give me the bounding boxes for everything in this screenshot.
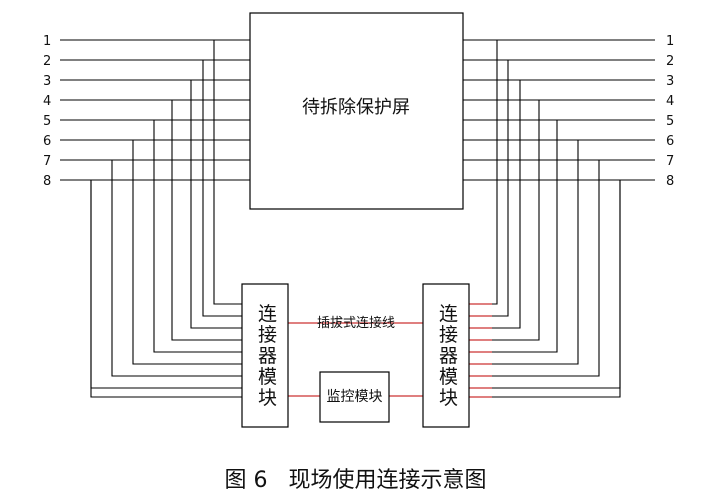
right-number-6: 6 — [666, 134, 674, 149]
right-numbers: 1 2 3 4 5 6 7 8 — [666, 34, 674, 189]
left-number-2: 2 — [43, 54, 51, 69]
red-wires-group — [288, 303, 492, 398]
left-number-3: 3 — [43, 74, 51, 89]
right-route-wire-8 — [492, 180, 621, 389]
left-number-7: 7 — [43, 154, 51, 169]
right-number-7: 7 — [666, 154, 674, 169]
left-number-4: 4 — [43, 94, 51, 109]
left-number-6: 6 — [43, 134, 51, 149]
right-number-8: 8 — [666, 174, 674, 189]
left-route-wire-3 — [190, 80, 242, 329]
cable-label: 插拔式连接线 — [317, 315, 395, 331]
connector-module-left-label: 连接器模块 — [255, 303, 277, 408]
left-route-wire-7 — [111, 160, 242, 377]
right-route-wire-6 — [492, 140, 579, 365]
right-number-4: 4 — [666, 94, 674, 109]
left-route-wire-5 — [153, 120, 242, 353]
right-route-wire-4 — [492, 100, 540, 341]
connector-module-right — [422, 283, 470, 428]
left-route-wire-1 — [213, 40, 242, 305]
left-route-wire-bottom — [90, 180, 242, 398]
left-number-5: 5 — [43, 114, 51, 129]
monitor-module-box — [319, 371, 390, 423]
connector-module-right-label: 连接器模块 — [436, 303, 458, 408]
right-number-3: 3 — [666, 74, 674, 89]
right-route-wire-bottom — [492, 180, 621, 398]
left-route-wire-8 — [90, 180, 242, 389]
protect-screen-box — [249, 12, 464, 210]
right-route-wire-1 — [492, 40, 498, 305]
right-number-5: 5 — [666, 114, 674, 129]
right-route-wire-7 — [492, 160, 600, 377]
right-number-1: 1 — [666, 34, 674, 49]
figure-caption: 图 6 现场使用连接示意图 — [224, 468, 487, 493]
right-route-wire-2 — [492, 60, 509, 317]
right-route-wire-5 — [492, 120, 558, 353]
left-route-wire-6 — [132, 140, 242, 365]
monitor-module-label: 监控模块 — [327, 389, 383, 405]
right-route-wire-3 — [492, 80, 521, 329]
left-number-1: 1 — [43, 34, 51, 49]
diagram-canvas: 待拆除保护屏 连接器模块 连接器模块 监控模块 插拔式连接线 12345678 … — [43, 12, 674, 428]
left-route-wire-2 — [202, 60, 242, 317]
right-number-2: 2 — [666, 54, 674, 69]
left-number-8: 8 — [43, 174, 51, 189]
connector-module-left — [241, 283, 289, 428]
protect-screen-label: 待拆除保护屏 — [302, 97, 410, 118]
left-numbers: 1 2 3 4 5 6 7 8 — [43, 34, 51, 189]
